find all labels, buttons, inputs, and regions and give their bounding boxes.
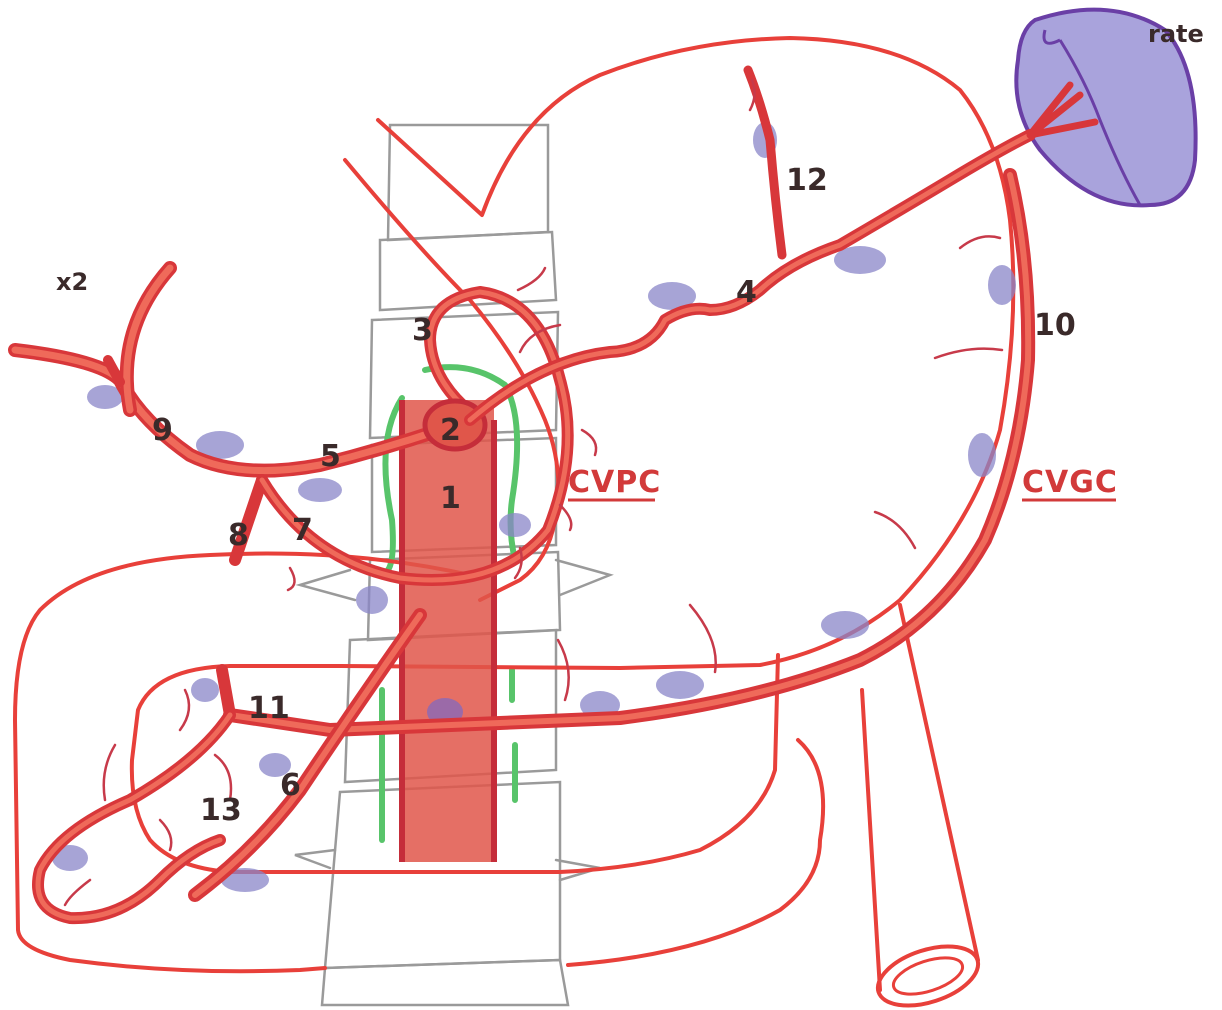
label-cvpc: CVPC: [568, 465, 661, 500]
label-4: 4: [736, 275, 757, 310]
label-13: 13: [200, 793, 242, 828]
label-12: 12: [786, 163, 828, 198]
label-8: 8: [228, 518, 249, 553]
label-10: 10: [1034, 308, 1076, 343]
arteries: [15, 70, 1095, 918]
label-6: 6: [280, 768, 301, 803]
label-x2: x2: [56, 268, 88, 296]
lymph-nodes: [52, 122, 1016, 892]
label-2: 2: [440, 413, 461, 448]
label-cvgc: CVGC: [1022, 465, 1118, 500]
small-branches: [65, 80, 1002, 905]
label-3: 3: [412, 313, 433, 348]
label-1: 1: [440, 481, 461, 516]
region-labels: CVPC CVGC: [568, 465, 1118, 500]
label-9: 9: [152, 413, 173, 448]
vessel-end-ellipse: [871, 935, 986, 1010]
label-11: 11: [248, 691, 290, 726]
label-5: 5: [320, 439, 341, 474]
label-7: 7: [292, 513, 313, 548]
label-rate: rate: [1148, 20, 1204, 48]
